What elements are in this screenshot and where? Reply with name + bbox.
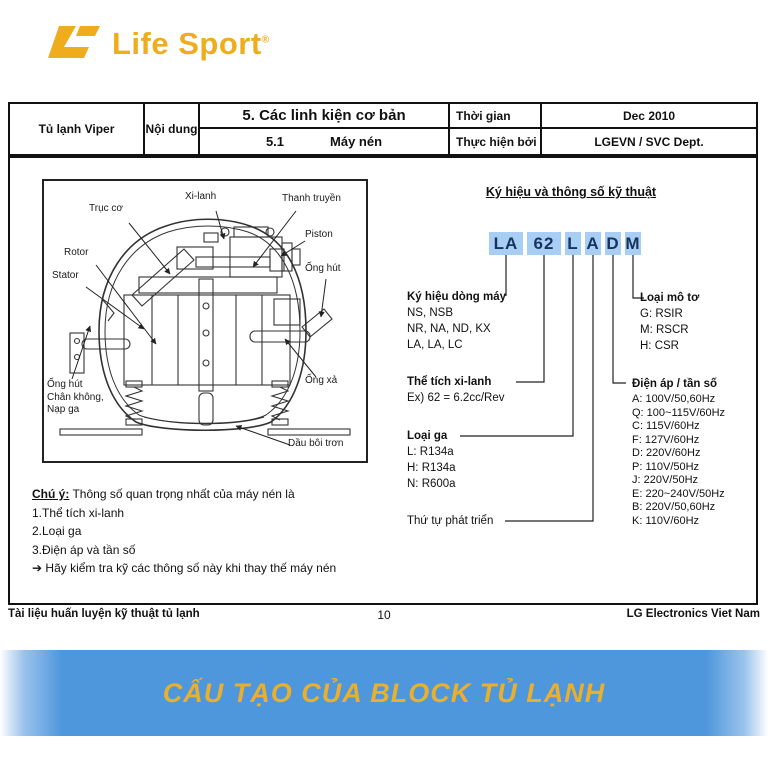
code-box-displacement: 62 <box>527 232 561 255</box>
logo-text: Life Sport® <box>112 26 270 62</box>
motor-line: M: RSCR <box>640 324 689 336</box>
code-box-voltage: D <box>605 232 621 255</box>
gas-title: Loại ga <box>407 430 448 442</box>
banner-title: CẤU TẠO CỦA BLOCK TỦ LẠNH <box>162 677 606 708</box>
label-ong-xa: Ống xả <box>305 375 338 386</box>
voltage-line: P: 110V/50Hz <box>632 460 700 473</box>
note-warning: Hãy kiểm tra kỹ các thông số này khi tha… <box>42 561 337 575</box>
development-title: Thứ tự phát triển <box>407 515 494 527</box>
gas-line: N: R600a <box>407 478 456 490</box>
motor-line: G: RSIR <box>640 308 683 320</box>
compressor-drawing <box>59 210 351 446</box>
label-xi-lanh: Xi-lanh <box>185 191 217 202</box>
note-intro-line: Chú ý: Thông số quan trọng nhất của máy … <box>32 485 336 504</box>
label-truc-co: Trục cơ <box>89 203 123 214</box>
footer-right: LG Electronics Viet Nam <box>626 608 760 620</box>
code-box-development: A <box>585 232 601 255</box>
motor-block: Loại mô tơ G: RSIR M: RSCR H: CSR <box>640 290 699 354</box>
gas-line: L: R134a <box>407 446 454 458</box>
voltage-title: Điện áp / tần số <box>632 378 717 390</box>
label-thanh-truyen: Thanh truyền <box>282 193 341 204</box>
voltage-block: Điện áp / tần số A: 100V/50,60Hz Q: 100~… <box>632 376 725 528</box>
voltage-line: D: 220V/60Hz <box>632 447 701 459</box>
note-item-2: 2.Loại ga <box>32 524 82 538</box>
displacement-title: Thể tích xi-lanh <box>407 376 492 388</box>
code-box-gas: L <box>565 232 581 255</box>
note-intro: Thông số quan trọng nhất của máy nén là <box>69 487 295 501</box>
voltage-line: C: 115V/60Hz <box>632 420 700 432</box>
series-line: LA, LA, LC <box>407 339 463 351</box>
code-box-series: LA <box>489 232 523 255</box>
title-banner: CẤU TẠO CỦA BLOCK TỦ LẠNH <box>0 650 768 736</box>
motor-title: Loại mô tơ <box>640 292 700 304</box>
gas-line: H: R134a <box>407 462 456 474</box>
page-number: 10 <box>377 608 391 622</box>
label-stator: Stator <box>52 270 79 281</box>
voltage-line: B: 220V/50,60Hz <box>632 501 716 513</box>
header-table: Tủ lạnh Viper Nội dung 5. Các linh kiện … <box>8 102 758 156</box>
development-block: Thứ tự phát triển <box>407 513 493 529</box>
motor-line: H: CSR <box>640 340 679 352</box>
note-item-1: 1.Thể tích xi-lanh <box>32 505 125 520</box>
header-time-label: Thời gian <box>450 104 542 129</box>
displacement-example: Ex) 62 = 6.2cc/Rev <box>407 392 505 404</box>
logo-brand: Life Sport <box>112 26 262 61</box>
series-title: Ký hiệu dòng máy <box>407 291 507 303</box>
label-dau-boi-tron: Dầu bôi trơn <box>288 438 344 449</box>
header-time-value: Dec 2010 <box>542 104 756 129</box>
label-rotor: Rotor <box>64 247 89 258</box>
series-line: NS, NSB <box>407 307 454 319</box>
note-label: Chú ý: <box>32 487 70 501</box>
note-block: Chú ý: Thông số quan trọng nhất của máy … <box>32 485 336 578</box>
voltage-line: Q: 100~115V/60Hz <box>632 406 726 419</box>
label-ong-hut-right: Ống hút <box>305 263 341 274</box>
life-sport-logo-icon <box>48 26 100 58</box>
voltage-line: K: 110V/60Hz <box>632 514 700 527</box>
label-piston: Piston <box>305 229 333 240</box>
header-by-value: LGEVN / SVC Dept. <box>594 134 704 149</box>
logo: Life Sport® <box>44 22 270 66</box>
footer-left: Tài liệu huấn luyện kỹ thuật tủ lạnh <box>8 608 200 620</box>
compressor-diagram: Trục cơ Xi-lanh Thanh truyền Piston Roto… <box>42 179 368 463</box>
registered-mark: ® <box>261 34 270 46</box>
voltage-line: F: 127V/60Hz <box>632 433 700 446</box>
code-box-motor: M <box>625 232 641 255</box>
note-item-3: 3.Điện áp và tần số <box>32 542 136 557</box>
voltage-line: E: 220~240V/50Hz <box>632 487 725 500</box>
header-by-label: Thực hiện bởi <box>450 129 542 154</box>
header-noi-dung: Nội dung <box>145 104 200 154</box>
series-line: NR, NA, ND, KX <box>407 323 491 335</box>
voltage-line: A: 100V/50,60Hz <box>632 393 716 405</box>
model-code-row: LA 62 L A D M <box>489 232 641 255</box>
section-number: 5.1 <box>265 134 285 149</box>
gas-block: Loại ga L: R134a H: R134a N: R600a <box>407 428 456 492</box>
label-ong-hut-left: Ống hút Chân không, Nạp ga <box>47 379 104 415</box>
section-name: Máy nén <box>330 134 383 149</box>
header-section-title: 5. Các linh kiện cơ bản <box>200 104 450 129</box>
series-block: Ký hiệu dòng máy NS, NSB NR, NA, ND, KX … <box>407 289 506 353</box>
displacement-block: Thể tích xi-lanh Ex) 62 = 6.2cc/Rev <box>407 374 504 406</box>
note-warning-line: ➔ Hãy kiểm tra kỹ các thông số này khi t… <box>32 559 336 578</box>
content-frame: Trục cơ Xi-lanh Thanh truyền Piston Roto… <box>8 156 758 605</box>
spec-heading: Ký hiệu và thông số kỹ thuật <box>485 185 657 199</box>
header-section-sub: 5.1 Máy nén <box>200 129 450 154</box>
arrow-icon: ➔ <box>32 561 43 575</box>
voltage-line: J: 220V/50Hz <box>632 474 699 486</box>
header-product: Tủ lạnh Viper <box>10 104 145 154</box>
